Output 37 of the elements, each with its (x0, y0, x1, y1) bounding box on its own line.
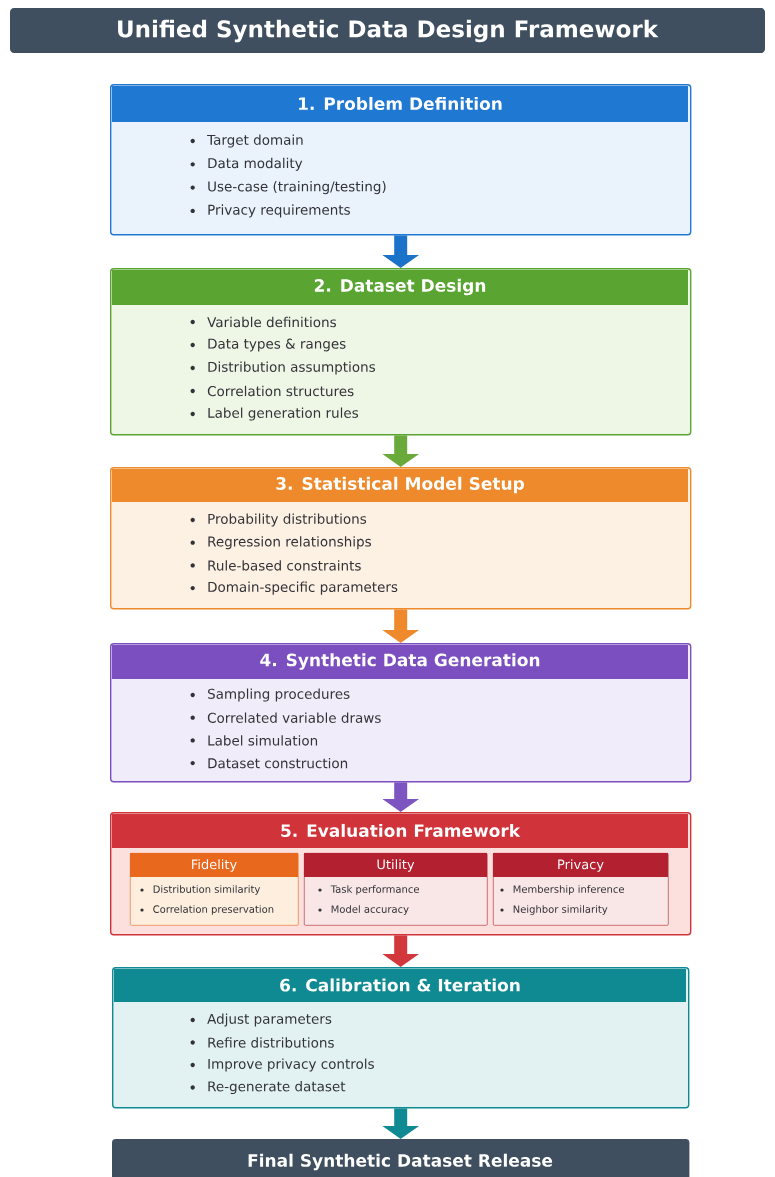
bullet-item: Adjust parameters (207, 1013, 332, 1027)
bullet-item: Improve privacy controls (208, 1058, 374, 1072)
bullet-item: Correlated variable draws (207, 712, 381, 723)
bullet-item: Distribution similarity (153, 885, 261, 895)
bullet-item: Refire distributions (208, 1037, 334, 1048)
bullet-item: Variable definitions (207, 316, 336, 328)
title-bar: Unified Synthetic Data Design Framework (10, 8, 765, 53)
bullet-item: Task performance (330, 885, 419, 895)
bullet-item: Dataset construction (208, 757, 348, 769)
bullet-item: Data types & ranges (208, 338, 346, 352)
release-box: Final Synthetic Dataset Release (112, 1139, 690, 1177)
bullet-item: Correlation structures (207, 385, 354, 397)
bullet-item: Label simulation (208, 735, 318, 746)
step-box: 4. Synthetic Data Generation Sampling procedures Correlated variable draws Label simulation Dataset construction (110, 643, 692, 783)
bullet-item: Data modality (208, 157, 303, 171)
bullet-item: Probability distributions (208, 513, 367, 527)
bullet-item: Re-generate dataset (208, 1080, 346, 1095)
category-panel: Fidelity Distribution similarity Correlation preservation (130, 853, 299, 926)
step-box: 3. Statistical Model Setup Probability distributions Regression relationships Rule-based constraints Domain-specific parameters (110, 467, 692, 610)
bullet-item: Regression relationships (208, 536, 371, 550)
bullet-item: Domain-specific parameters (208, 581, 398, 595)
bullet-item: Use-case (training/testing) (208, 181, 386, 195)
bullet-item: Target domain (207, 134, 303, 148)
step-box: 6. Calibration & Iteration Adjust parameters Refire distributions Improve privacy controls Re-generate dataset (112, 967, 690, 1109)
bullet-item: Model accuracy (331, 905, 409, 915)
bullet-item: Label generation rules (208, 407, 359, 421)
bullet-item: Sampling procedures (208, 688, 350, 702)
bullet-item: Neighbor similarity (513, 905, 608, 915)
category-panel: Privacy Membership inference Neighbor similarity (493, 853, 669, 926)
bullet-item: Membership inference (513, 885, 624, 895)
category-panel: Utility Task performance Model accuracy (304, 853, 488, 926)
step-box: 2. Dataset Design Variable definitions Data types & ranges Distribution assumptions Correlation structures Label generation rules (110, 268, 692, 436)
bullet-item: Privacy requirements (208, 204, 350, 218)
bullet-item: Rule-based constraints (208, 560, 361, 571)
bullet-item: Correlation preservation (153, 905, 274, 915)
bullet-item: Distribution assumptions (208, 361, 375, 375)
step-box: 1. Problem Definition Target domain Data modality Use-case (training/testing) Privacy requirements (110, 84, 692, 236)
